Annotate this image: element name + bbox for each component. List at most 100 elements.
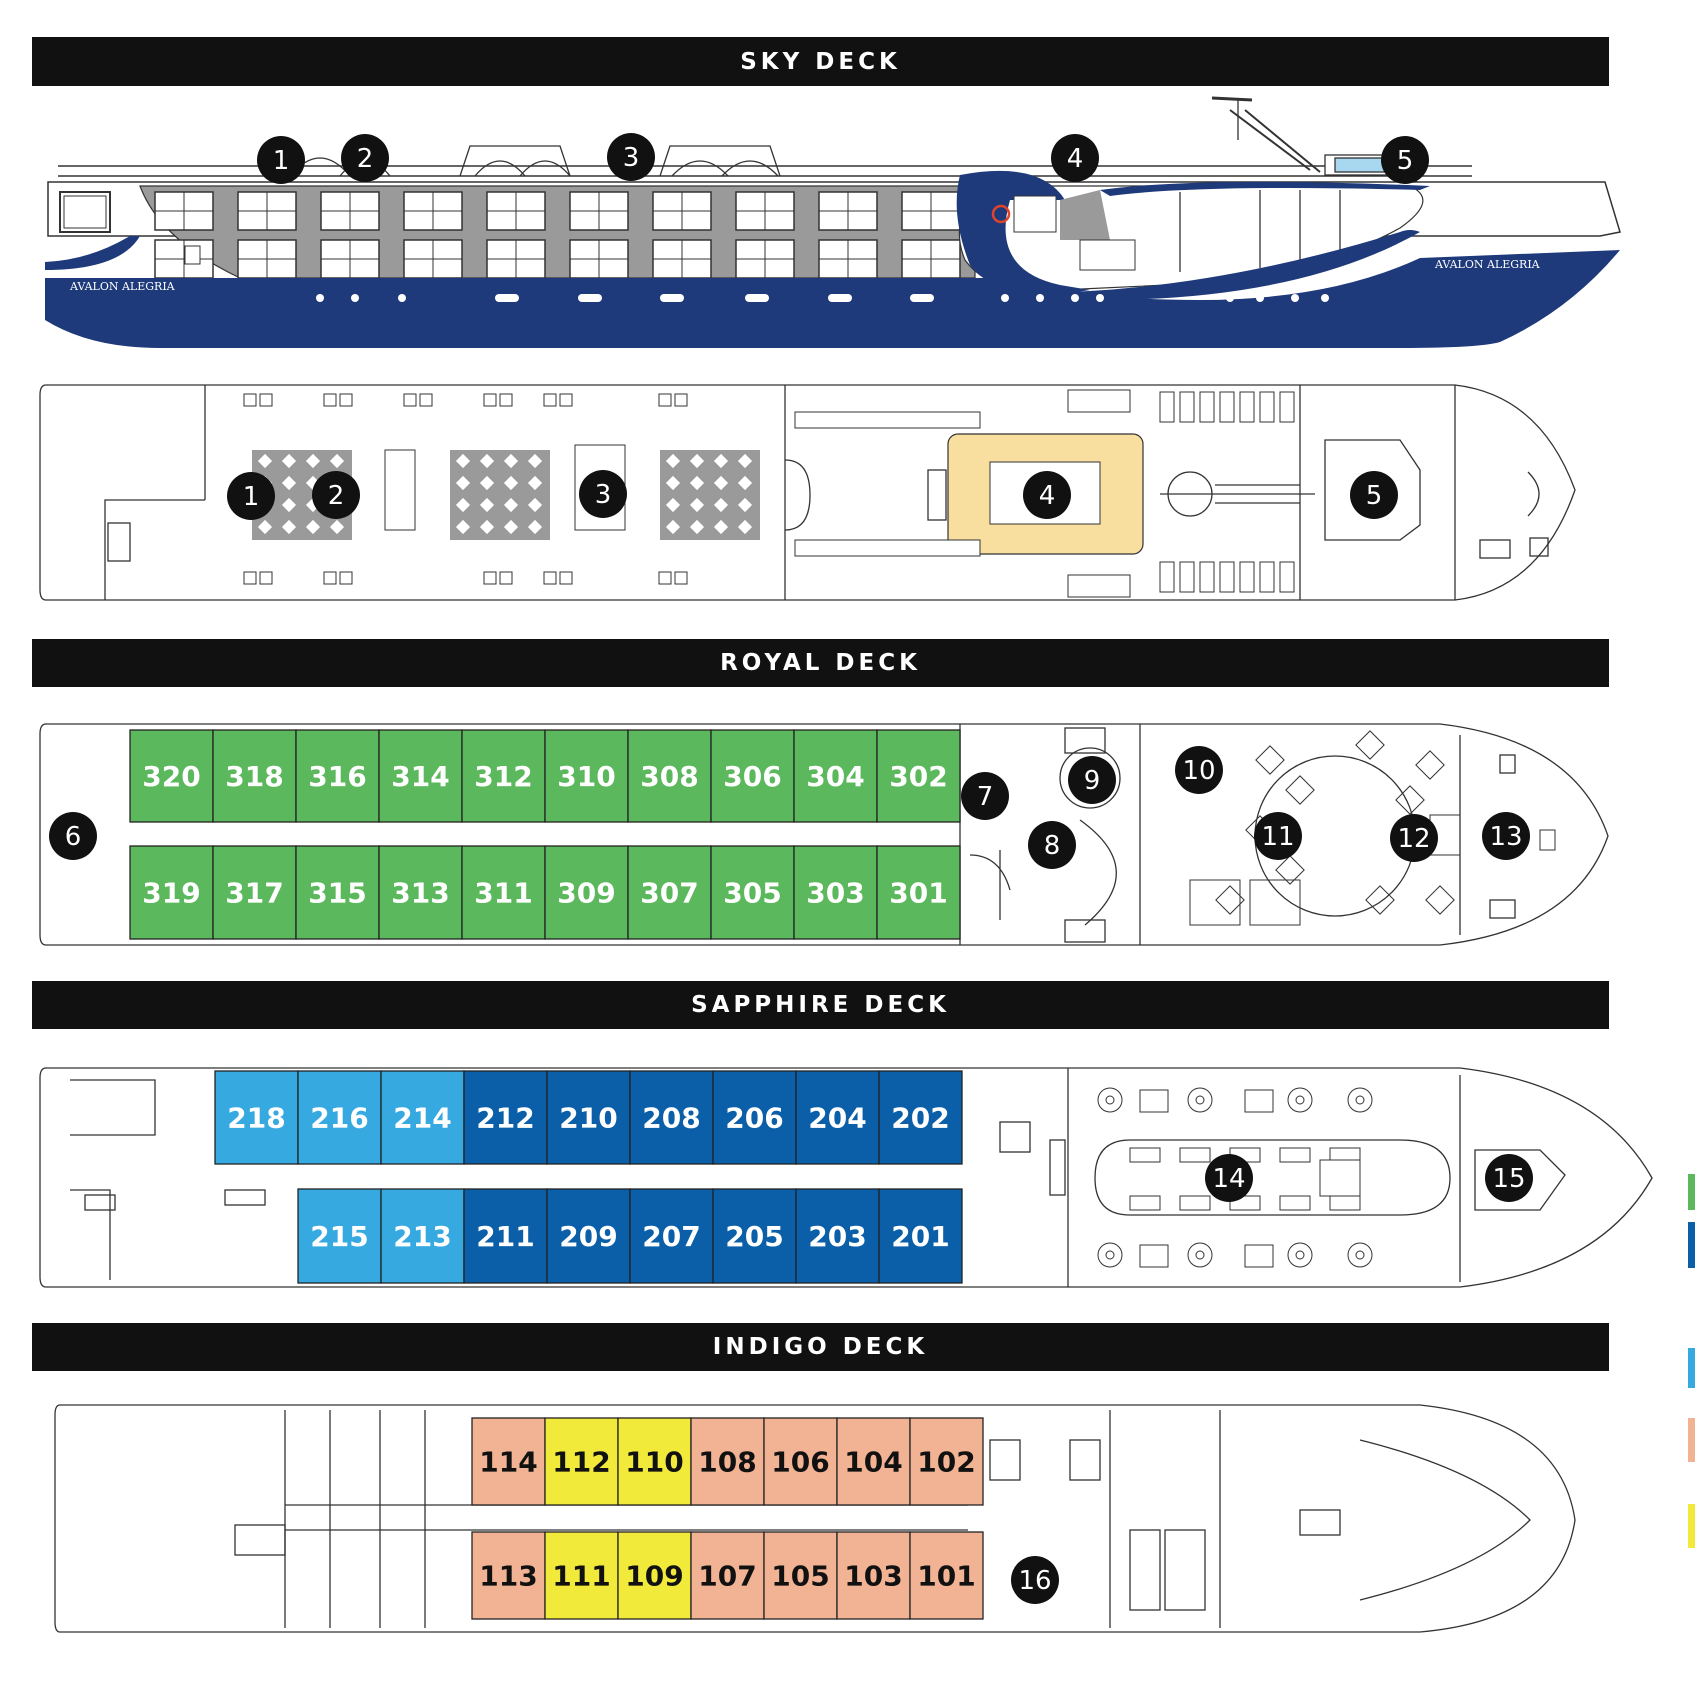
table: [259, 571, 273, 585]
cabin-114[interactable]: 114: [471, 1417, 546, 1506]
cabin-number: 209: [559, 1220, 617, 1253]
cabin-205[interactable]: 205: [712, 1188, 797, 1284]
marker-number: 2: [328, 481, 345, 511]
cabin-113[interactable]: 113: [471, 1531, 546, 1620]
cabin-number: 204: [808, 1102, 866, 1135]
cabin-number: 305: [723, 877, 781, 910]
dining-table: [1329, 1195, 1361, 1211]
cabin-103[interactable]: 103: [836, 1531, 911, 1620]
cabin-number: 311: [474, 877, 532, 910]
table: [1539, 829, 1556, 851]
chair: [257, 453, 273, 469]
cabin-number: 213: [393, 1220, 451, 1253]
cabin-number: 110: [625, 1446, 683, 1479]
marker-5: 5: [1350, 471, 1398, 519]
window: [486, 239, 546, 279]
table: [483, 393, 497, 407]
marker-number: 8: [1044, 831, 1061, 861]
porthole: [1256, 294, 1264, 302]
cabin-318[interactable]: 318: [212, 729, 297, 823]
cabin-109[interactable]: 109: [617, 1531, 692, 1620]
cabin-302[interactable]: 302: [876, 729, 961, 823]
cabin-315[interactable]: 315: [295, 845, 380, 940]
cabin-314[interactable]: 314: [378, 729, 463, 823]
cabin-301[interactable]: 301: [876, 845, 961, 940]
cabin-316[interactable]: 316: [295, 729, 380, 823]
lounger: [1179, 561, 1195, 593]
dining-table: [1179, 1147, 1211, 1163]
cabin-number: 304: [806, 760, 864, 793]
cabin-208[interactable]: 208: [629, 1070, 714, 1165]
marker-11: 11: [1254, 812, 1302, 860]
cabin-210[interactable]: 210: [546, 1070, 631, 1165]
porthole: [828, 294, 852, 302]
cabin-305[interactable]: 305: [710, 845, 795, 940]
cabin-101[interactable]: 101: [909, 1531, 984, 1620]
cabin-203[interactable]: 203: [795, 1188, 880, 1284]
cabin-201[interactable]: 201: [878, 1188, 963, 1284]
cabin-number: 320: [142, 760, 200, 793]
porthole: [495, 294, 519, 302]
cabin-204[interactable]: 204: [795, 1070, 880, 1165]
cabin-207[interactable]: 207: [629, 1188, 714, 1284]
cabin-112[interactable]: 112: [544, 1417, 619, 1506]
window: [818, 191, 878, 231]
hot-tub: [794, 539, 981, 557]
lounge-chair: [1355, 730, 1385, 760]
cabin-202[interactable]: 202: [878, 1070, 963, 1165]
table: [259, 393, 273, 407]
lifebuoy-icon: [991, 204, 1011, 224]
cabin-304[interactable]: 304: [793, 729, 878, 823]
cabin-307[interactable]: 307: [627, 845, 712, 940]
cabin-308[interactable]: 308: [627, 729, 712, 823]
cabin-213[interactable]: 213: [380, 1188, 465, 1284]
window: [652, 191, 712, 231]
porthole: [660, 294, 684, 302]
cabin-309[interactable]: 309: [544, 845, 629, 940]
cabin-104[interactable]: 104: [836, 1417, 911, 1506]
cabin-105[interactable]: 105: [763, 1531, 838, 1620]
cabin-111[interactable]: 111: [544, 1531, 619, 1620]
window: [320, 191, 380, 231]
lounge-chair: [1365, 885, 1395, 915]
marker-number: 7: [977, 782, 994, 812]
cabin-303[interactable]: 303: [793, 845, 878, 940]
cabin-106[interactable]: 106: [763, 1417, 838, 1506]
cabin-212[interactable]: 212: [463, 1070, 548, 1165]
cabin-218[interactable]: 218: [214, 1070, 299, 1165]
cabin-313[interactable]: 313: [378, 845, 463, 940]
window: [569, 239, 629, 279]
cabin-310[interactable]: 310: [544, 729, 629, 823]
cabin-211[interactable]: 211: [463, 1188, 548, 1284]
cabin-107[interactable]: 107: [690, 1531, 765, 1620]
cabin-108[interactable]: 108: [690, 1417, 765, 1506]
marker-number: 1: [243, 482, 260, 512]
cabin-317[interactable]: 317: [212, 845, 297, 940]
chair: [527, 453, 543, 469]
cabin-number: 202: [891, 1102, 949, 1135]
cabin-215[interactable]: 215: [297, 1188, 382, 1284]
dining-table: [1129, 1147, 1161, 1163]
cabin-216[interactable]: 216: [297, 1070, 382, 1165]
cabin-number: 317: [225, 877, 283, 910]
lounge-chair: [1285, 775, 1315, 805]
table: [483, 571, 497, 585]
chair: [281, 475, 297, 491]
cabin-311[interactable]: 311: [461, 845, 546, 940]
cabin-209[interactable]: 209: [546, 1188, 631, 1284]
cabin-206[interactable]: 206: [712, 1070, 797, 1165]
chair: [737, 497, 753, 513]
table: [559, 571, 573, 585]
deck-box: [1067, 574, 1131, 598]
chair: [479, 497, 495, 513]
cabin-306[interactable]: 306: [710, 729, 795, 823]
cabin-102[interactable]: 102: [909, 1417, 984, 1506]
cabin-214[interactable]: 214: [380, 1070, 465, 1165]
cabin-110[interactable]: 110: [617, 1417, 692, 1506]
cabin-320[interactable]: 320: [129, 729, 214, 823]
sapphire-deck-banner: SAPPHIRE DECK: [32, 981, 1609, 1029]
marker-number: 2: [357, 144, 374, 174]
cabin-312[interactable]: 312: [461, 729, 546, 823]
cabin-319[interactable]: 319: [129, 845, 214, 940]
chair: [305, 453, 321, 469]
